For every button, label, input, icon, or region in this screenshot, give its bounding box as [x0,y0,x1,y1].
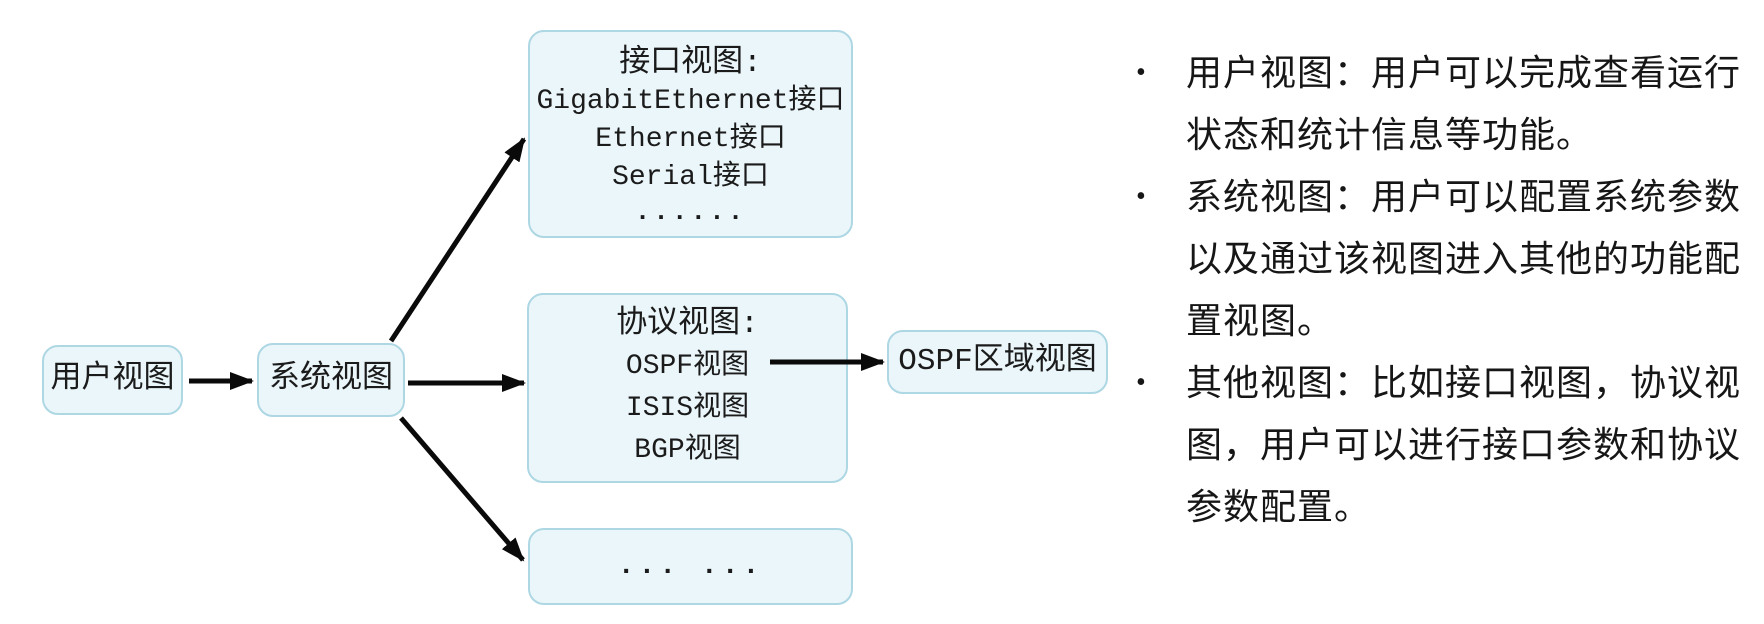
protocol-view-item-ospf: OSPF视图 [625,351,750,382]
bullet-text-line: 用户视图：用户可以完成查看运行 [1186,53,1742,93]
interface-view-title: 接口视图: [619,46,762,81]
node-user-view-label: 用户视图 [50,362,175,397]
node-system-view-label: 系统视图 [269,362,393,397]
list-item: • 用户视图：用户可以完成查看运行 状态和统计信息等功能。 [1128,42,1760,166]
bullet-user-view-text: 用户视图：用户可以完成查看运行 状态和统计信息等功能。 [1186,42,1760,166]
interface-view-ellipsis: ...... [634,197,747,227]
bullet-other-views-text: 其他视图：比如接口视图，协议视 图，用户可以进行接口参数和协议 参数配置。 [1186,352,1760,538]
bullet-icon: • [1136,367,1146,398]
node-other-views: ... ... [528,528,853,605]
protocol-view-title: 协议视图: [616,307,759,342]
node-ospf-area-view: OSPF区域视图 [887,330,1108,394]
interface-view-item: GigabitEthernet接口 [536,86,845,117]
bullet-text-line: 系统视图：用户可以配置系统参数 [1186,177,1742,217]
bullet-system-view-text: 系统视图：用户可以配置系统参数 以及通过该视图进入其他的功能配 置视图。 [1186,166,1760,352]
bullet-text-line: 以及通过该视图进入其他的功能配 [1186,239,1742,279]
bullet-text-line: 参数配置。 [1186,487,1372,527]
interface-view-item: Serial接口 [612,162,769,193]
node-ospf-area-view-label: OSPF区域视图 [898,344,1097,379]
bullet-text-line: 状态和统计信息等功能。 [1186,115,1594,155]
node-user-view: 用户视图 [42,345,183,415]
protocol-view-item-bgp: BGP视图 [634,435,741,466]
bullet-text-line: 图，用户可以进行接口参数和协议 [1186,425,1742,465]
arrow-system-to-interface [388,137,527,343]
bullet-text-line: 置视图。 [1186,301,1335,341]
node-interface-view: 接口视图: GigabitEthernet接口 Ethernet接口 Seria… [528,30,853,238]
bullet-text-line: 其他视图：比如接口视图，协议视 [1186,363,1742,403]
bullet-icon: • [1136,57,1146,88]
list-item: • 其他视图：比如接口视图，协议视 图，用户可以进行接口参数和协议 参数配置。 [1128,352,1760,538]
view-descriptions-list: • 用户视图：用户可以完成查看运行 状态和统计信息等功能。 • 系统视图：用户可… [1128,42,1760,538]
node-other-views-label: ... ... [617,550,764,582]
list-item: • 系统视图：用户可以配置系统参数 以及通过该视图进入其他的功能配 置视图。 [1128,166,1760,352]
node-protocol-view: 协议视图: OSPF视图 ISIS视图 BGP视图 [527,293,848,483]
protocol-view-item-isis: ISIS视图 [625,393,750,424]
node-system-view: 系统视图 [257,343,405,417]
bullet-icon: • [1136,181,1146,212]
arrow-system-to-other [399,416,525,562]
interface-view-item: Ethernet接口 [595,124,786,155]
